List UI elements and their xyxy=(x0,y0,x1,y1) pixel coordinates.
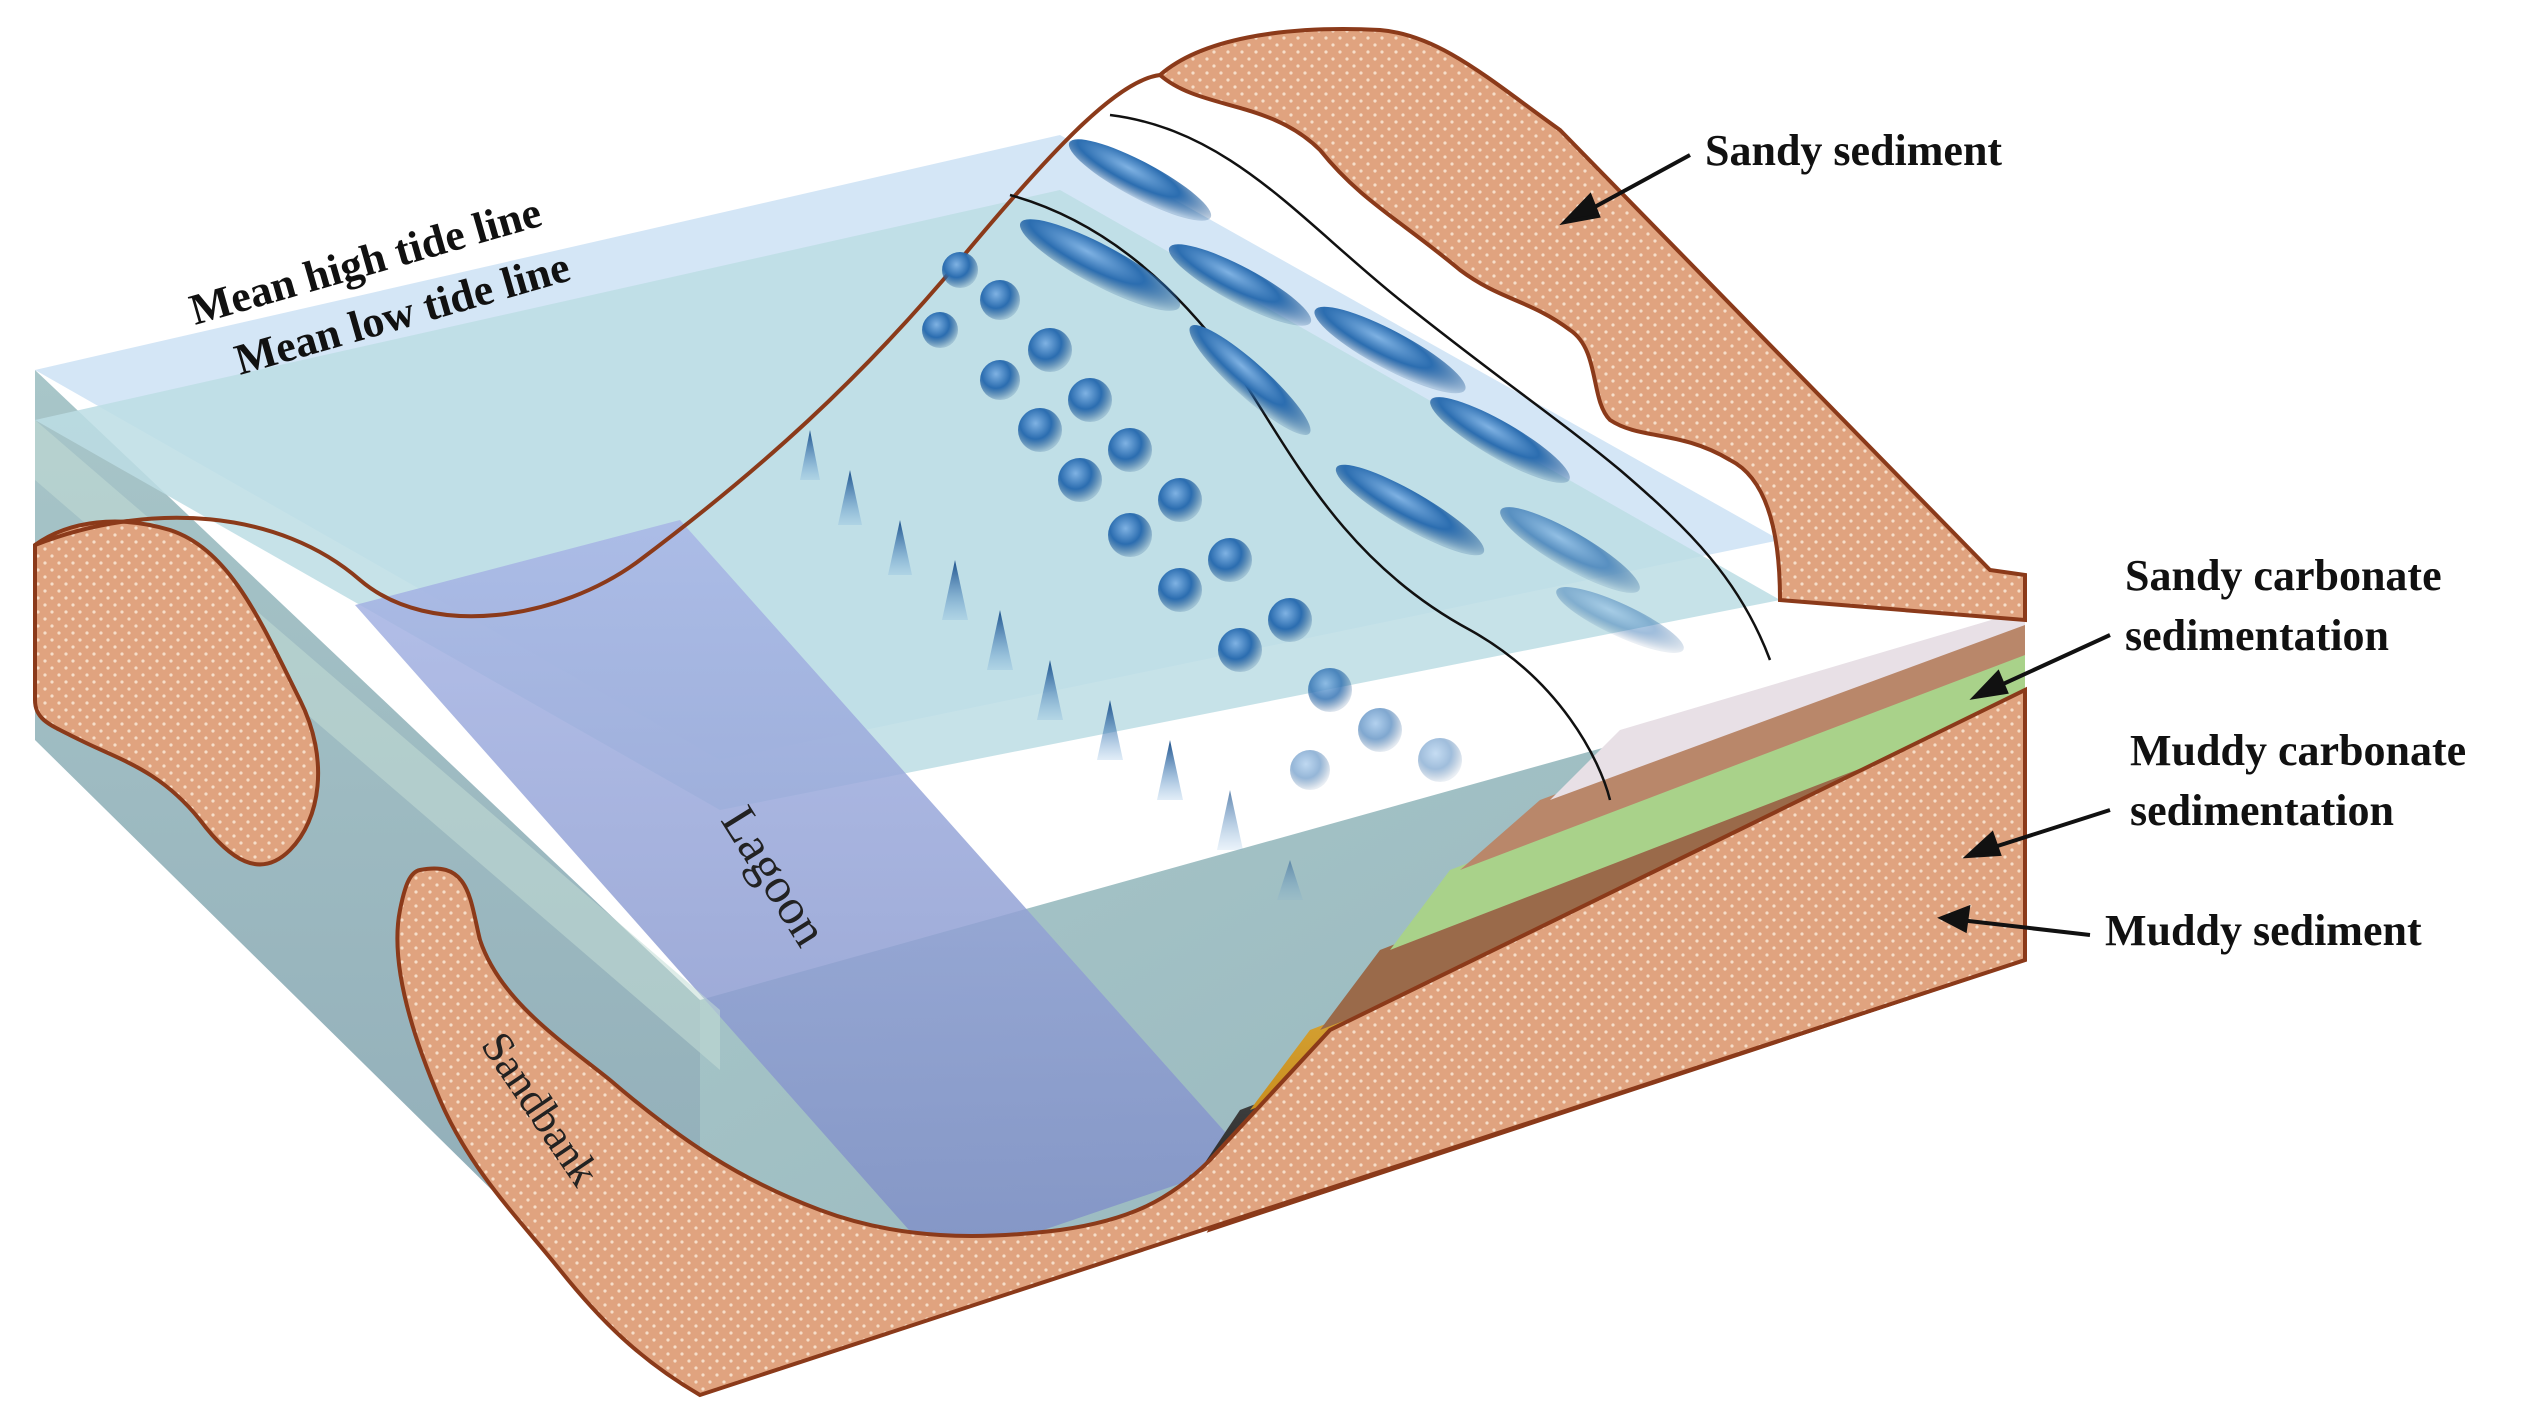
carbonate-organisms xyxy=(800,139,1684,900)
label-muddy-carbonate-2: sedimentation xyxy=(2130,786,2394,835)
sandbank-body xyxy=(395,686,2027,1398)
label-muddy-sediment: Muddy sediment xyxy=(2105,906,2422,955)
label-sandy-carbonate-2: sedimentation xyxy=(2125,611,2389,660)
annotation-arrows xyxy=(1559,153,2111,937)
label-sandy-carbonate-1: Sandy carbonate xyxy=(2125,551,2442,600)
left-sand-body xyxy=(33,519,321,867)
zone-line-1 xyxy=(1009,193,1612,801)
label-muddy-carbonate-1: Muddy carbonate xyxy=(2130,726,2466,775)
label-sandy-sediment: Sandy sediment xyxy=(1705,126,2002,175)
tidal-flat-boundary xyxy=(34,73,1161,619)
zone-line-2 xyxy=(1109,113,1772,661)
sandy-sediment-body xyxy=(1156,27,2027,623)
lagoon-area xyxy=(355,520,1250,1265)
